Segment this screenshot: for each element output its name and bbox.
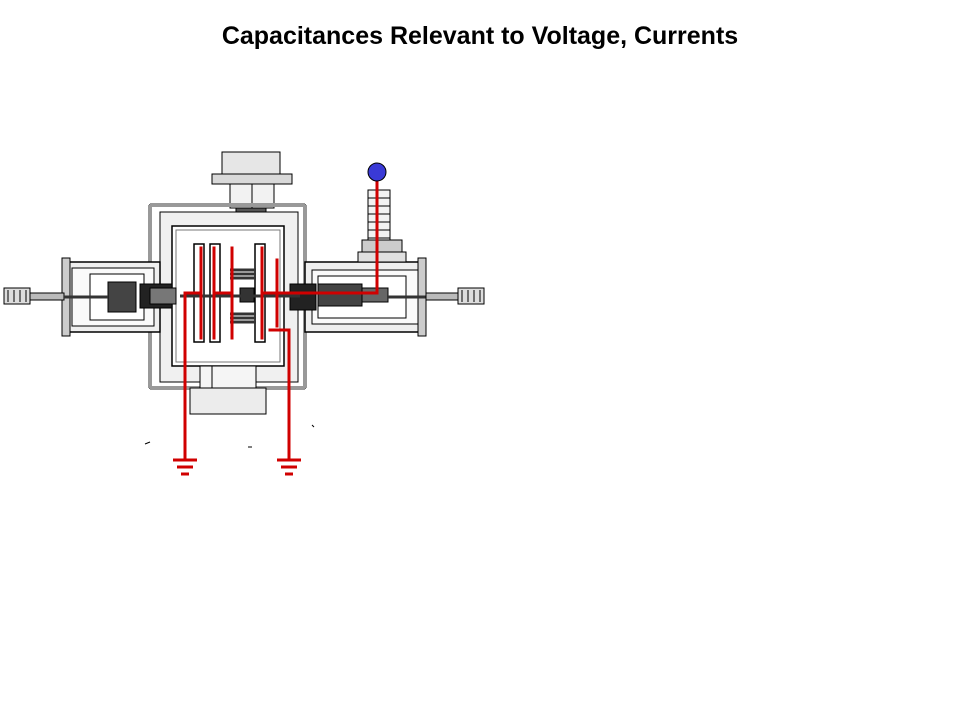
left-rod-end xyxy=(3,287,31,305)
right-ground-lead xyxy=(268,328,291,390)
left-ground-lead xyxy=(183,291,203,390)
title-area: Capacitances Relevant to Voltage, Curren… xyxy=(0,0,960,70)
feedthrough-flange xyxy=(361,239,403,253)
top-port xyxy=(221,151,281,175)
slide-title: Capacitances Relevant to Voltage, Curren… xyxy=(221,22,739,50)
bottom-flange xyxy=(189,387,267,415)
mechanical-drawing xyxy=(3,151,485,448)
hv-lead xyxy=(275,176,379,295)
right-rod-end xyxy=(457,287,485,305)
top-flange xyxy=(211,173,293,185)
left-coil xyxy=(107,281,137,313)
ground-symbol-icon xyxy=(277,458,301,476)
bellows-upper xyxy=(230,268,256,280)
equivalent-circuit xyxy=(183,176,379,460)
bellows-lower xyxy=(230,312,256,324)
ground-symbol-icon xyxy=(173,458,197,476)
right-rod xyxy=(425,292,461,301)
bottom-port-neck xyxy=(199,365,257,389)
left-rod xyxy=(29,292,65,301)
high-voltage-terminal-icon xyxy=(367,162,387,182)
